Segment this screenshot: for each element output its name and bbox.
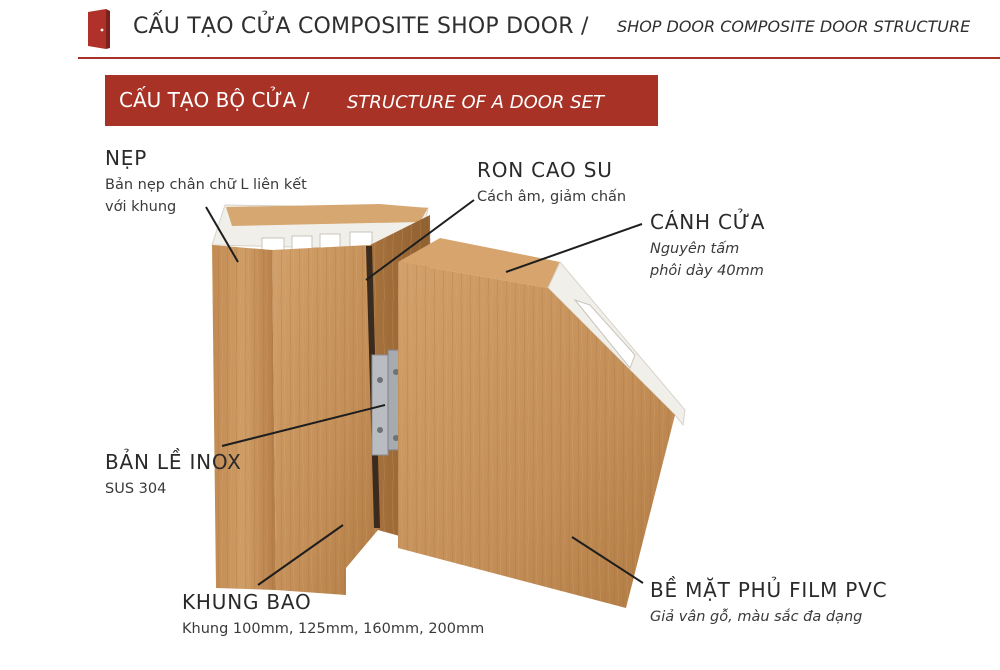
label-ron: RON CAO SU Cách âm, giảm chấn (477, 158, 626, 208)
page-header: CẤU TẠO CỬA COMPOSITE SHOP DOOR / SHOP D… (0, 0, 1000, 60)
label-nep-desc-1: Bản nẹp chân chữ L liên kết (105, 177, 307, 193)
banner-title: CẤU TẠO BỘ CỬA / (119, 88, 310, 112)
label-khung-desc: Khung 100mm, 125mm, 160mm, 200mm (182, 621, 485, 637)
page-title: CẤU TẠO CỬA COMPOSITE SHOP DOOR / (133, 14, 589, 39)
label-ron-title: RON CAO SU (477, 158, 613, 182)
label-ban-le: BẢN LỀ INOX SUS 304 (105, 450, 242, 500)
label-nep-desc-2: với khung (105, 199, 177, 215)
label-canh-desc-2: phôi dày 40mm (650, 263, 764, 279)
door-leaf (398, 238, 686, 608)
label-ban-le-desc: SUS 304 (105, 481, 167, 497)
label-khung-title: KHUNG BAO (182, 590, 312, 614)
label-be-mat: BỀ MẶT PHỦ FILM PVC Giả vân gỗ, màu sắc … (650, 578, 887, 628)
leader-lines (205, 199, 644, 586)
door-icon (88, 9, 110, 49)
label-khung: KHUNG BAO Khung 100mm, 125mm, 160mm, 200… (182, 590, 484, 640)
section-banner: CẤU TẠO BỘ CỬA / STRUCTURE OF A DOOR SET (105, 75, 658, 126)
label-nep-title: NẸP (105, 146, 148, 170)
label-canh: CÁNH CỬA Nguyên tấm phôi dày 40mm (650, 210, 765, 282)
page-subtitle: SHOP DOOR COMPOSITE DOOR STRUCTURE (617, 17, 971, 36)
label-canh-desc-1: Nguyên tấm (650, 241, 740, 257)
label-canh-title: CÁNH CỬA (650, 210, 766, 234)
header-divider (78, 57, 1000, 59)
banner-subtitle: STRUCTURE OF A DOOR SET (347, 92, 604, 113)
label-ban-le-title: BẢN LỀ INOX (105, 450, 242, 474)
label-ron-desc: Cách âm, giảm chấn (477, 189, 627, 205)
label-nep: NẸP Bản nẹp chân chữ L liên kết với khun… (105, 146, 307, 218)
label-be-mat-title: BỀ MẶT PHỦ FILM PVC (650, 578, 888, 602)
label-be-mat-desc: Giả vân gỗ, màu sắc đa dạng (650, 609, 863, 625)
